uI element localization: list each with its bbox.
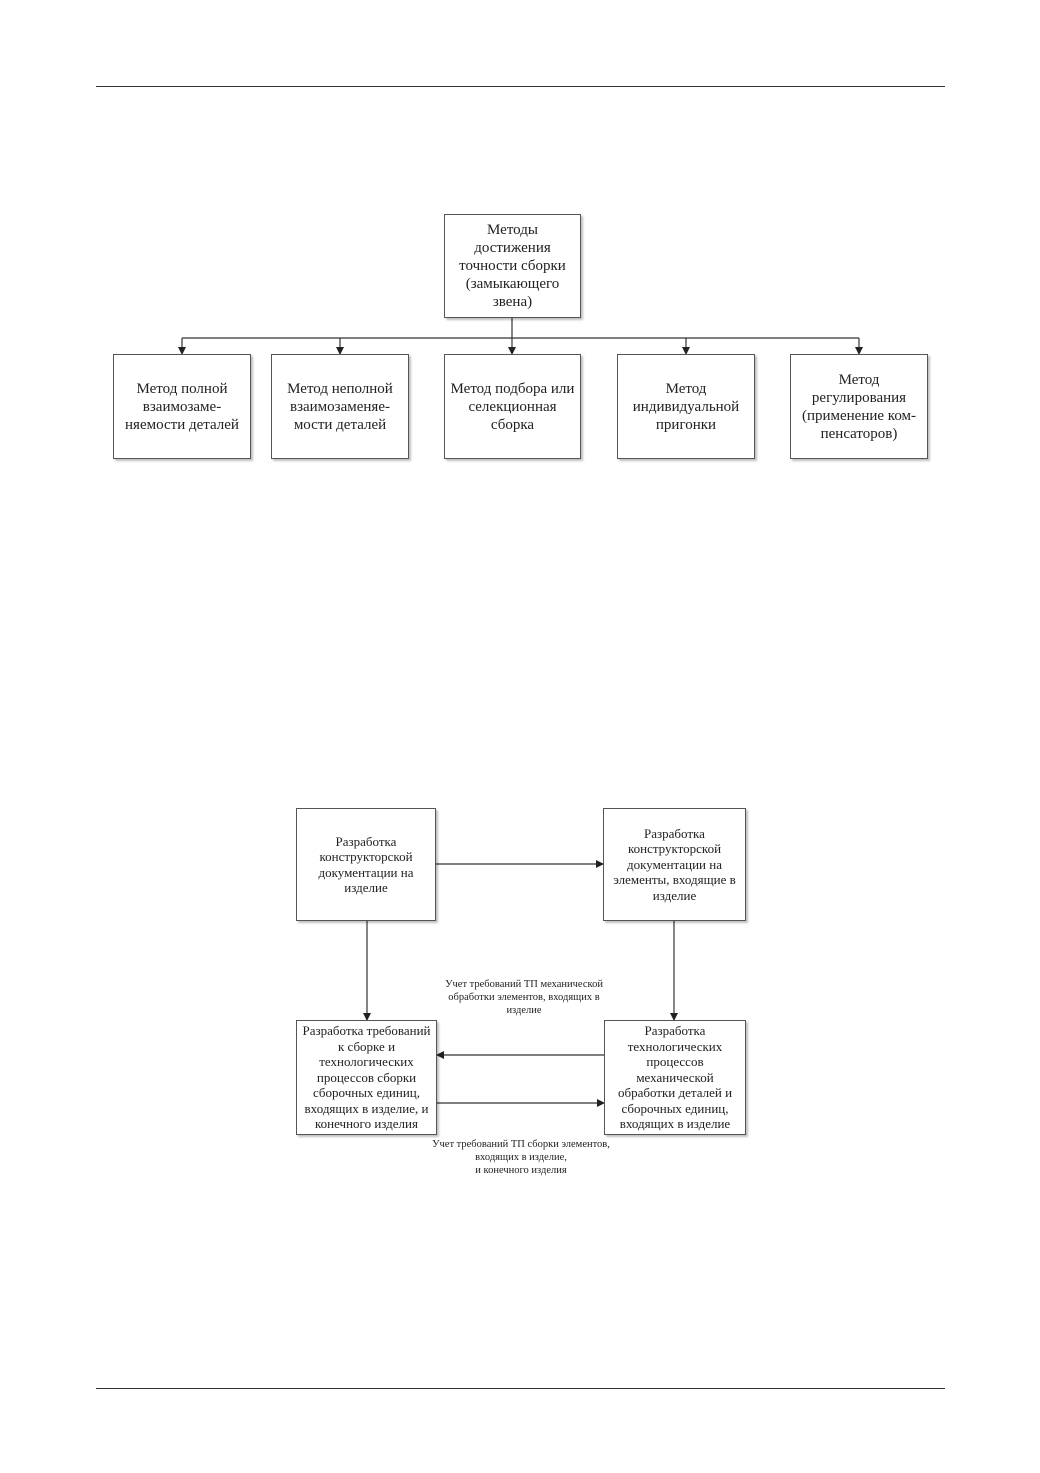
method-node-label: Метод неполной взаимозаменяе- мости дета… xyxy=(287,380,393,433)
note-machining-requirements: Учет требований ТП механической обработк… xyxy=(445,979,603,1016)
method-node-4: Метод индивидуальной пригонки xyxy=(617,354,755,459)
root-node-label: Методы достижения точности сборки (замык… xyxy=(459,222,566,310)
method-node-label: Метод индивидуальной пригонки xyxy=(632,380,740,433)
note-assembly-requirements: Учет требований ТП сборки элементов, вхо… xyxy=(432,1139,610,1176)
process-node-machining-processes: Разработка технологических процессов мех… xyxy=(604,1020,746,1135)
header-rule xyxy=(96,86,945,87)
method-node-3: Метод подбора или селекционная сборка xyxy=(444,354,581,459)
footer-rule xyxy=(96,1388,945,1389)
process-node-label: Разработка технологических процессов мех… xyxy=(617,1023,733,1132)
method-node-1: Метод полной взаимозаме- няемости детале… xyxy=(113,354,251,459)
process-node-design-product: Разработка конструкторской документации … xyxy=(296,808,436,921)
process-node-label: Разработка конструкторской документации … xyxy=(318,833,414,896)
method-node-label: Метод подбора или селекционная сборка xyxy=(450,380,575,433)
root-node: Методы достижения точности сборки (замык… xyxy=(444,214,581,318)
process-node-label: Разработка конструкторской документации … xyxy=(613,825,736,903)
process-node-assembly-requirements: Разработка требований к сборке и техноло… xyxy=(296,1020,437,1135)
method-node-2: Метод неполной взаимозаменяе- мости дета… xyxy=(271,354,409,459)
method-node-5: Метод регулирования (применение ком- пен… xyxy=(790,354,928,459)
method-node-label: Метод регулирования (применение ком- пен… xyxy=(801,371,917,442)
method-node-label: Метод полной взаимозаме- няемости детале… xyxy=(125,380,239,433)
process-node-design-elements: Разработка конструкторской документации … xyxy=(603,808,746,921)
process-node-label: Разработка требований к сборке и техноло… xyxy=(302,1023,431,1132)
